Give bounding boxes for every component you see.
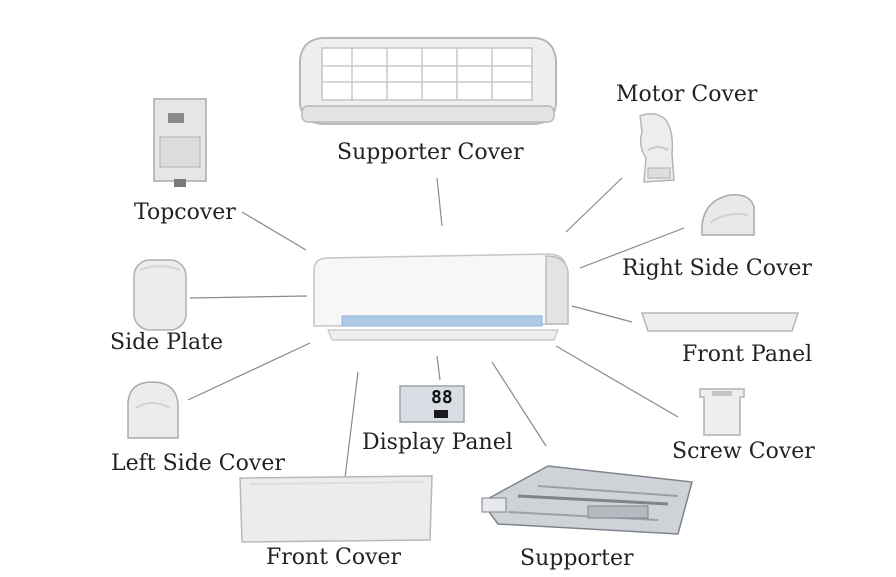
leader-side-plate (189, 295, 308, 299)
label-supporter-cover: Supporter Cover (337, 140, 524, 165)
label-topcover: Topcover (134, 200, 236, 225)
leader-topcover (241, 211, 307, 251)
leader-front-panel (571, 305, 633, 323)
display-panel-image (398, 384, 466, 424)
leader-left-side-cover (187, 342, 311, 401)
leader-display-panel (436, 355, 441, 381)
indoor-unit-image (308, 250, 572, 350)
leader-supporter-cover (436, 177, 443, 227)
leader-right-side-cover (579, 227, 685, 269)
display-panel-digits: 88 (431, 387, 453, 408)
leader-screw-cover (555, 345, 679, 418)
label-front-panel: Front Panel (682, 342, 813, 367)
label-supporter: Supporter (520, 546, 634, 571)
side-plate-image (132, 258, 188, 332)
label-display-panel: Display Panel (362, 430, 513, 455)
label-right-side-cover: Right Side Cover (622, 256, 812, 281)
left-side-cover-image (124, 378, 182, 442)
supporter-image (478, 462, 696, 540)
leader-motor-cover (565, 177, 623, 233)
screw-cover-image (694, 387, 750, 437)
topcover-image (146, 97, 212, 189)
label-screw-cover: Screw Cover (672, 439, 815, 464)
label-motor-cover: Motor Cover (616, 82, 758, 107)
motor-cover-image (634, 110, 678, 186)
label-front-cover: Front Cover (266, 545, 402, 570)
leader-supporter (491, 361, 547, 447)
right-side-cover-image (700, 193, 756, 239)
front-cover-image (238, 474, 434, 544)
front-panel-image (638, 309, 802, 335)
label-left-side-cover: Left Side Cover (111, 451, 285, 476)
label-side-plate: Side Plate (110, 330, 224, 355)
supporter-cover-image (292, 34, 560, 130)
leader-front-cover (343, 371, 359, 487)
